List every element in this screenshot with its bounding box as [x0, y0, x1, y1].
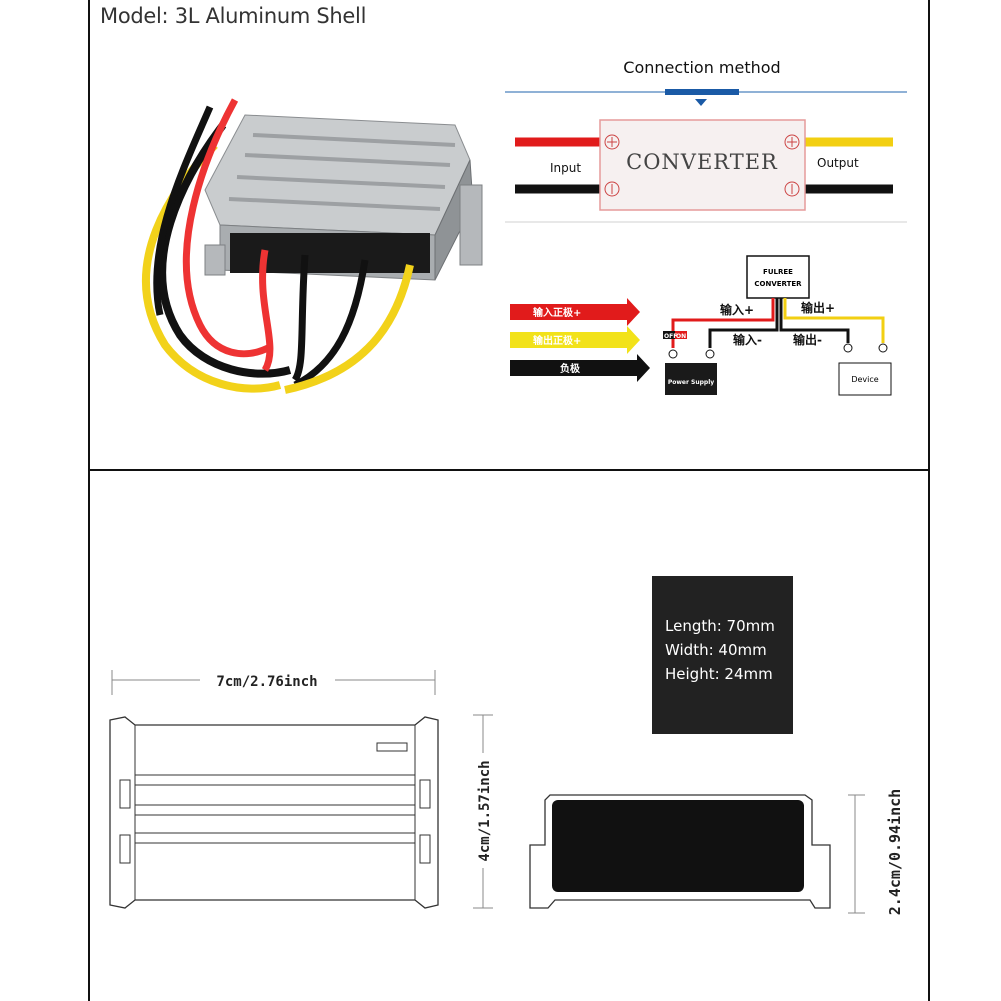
height-text: Height: 24mm: [665, 665, 773, 683]
output-positive-label: 输出+: [801, 300, 835, 315]
input-label: Input: [550, 161, 581, 175]
fulree-label: FULREE: [763, 268, 793, 276]
input-negative-label: 输入-: [733, 332, 762, 347]
output-negative-label: 输出-: [793, 332, 822, 347]
legend-negative: 负极: [560, 362, 581, 375]
top-panel: Model: 3L Aluminum Shell Connection meth…: [88, 0, 930, 471]
output-label: Output: [817, 156, 859, 170]
side-view-drawing: 2.4cm/0.94inch: [529, 789, 904, 915]
connection-method-title: Connection method: [623, 58, 781, 77]
legend-output-positive: 输出正极+: [533, 334, 581, 347]
legend-input-positive: 输入正极+: [533, 306, 581, 319]
switch-off-label: OFF: [664, 333, 677, 340]
wiring-diagram: 输入正极+ 输出正极+ 负极 FULREE CONVERTER 输入+ 输入- …: [510, 255, 892, 396]
top-view-drawing: 7cm/2.76inch 4cm/1.57inch: [109, 670, 493, 909]
device-label: Device: [851, 375, 878, 384]
length-dimension-label: 7cm/2.76inch: [216, 674, 317, 690]
connection-diagram: CONVERTER Input Output: [505, 89, 907, 223]
height-dimension-label: 2.4cm/0.94inch: [886, 789, 904, 915]
converter-label: CONVERTER: [626, 150, 778, 174]
power-supply-label: Power Supply: [668, 379, 714, 386]
converter-box-label: CONVERTER: [754, 280, 802, 288]
converter-product-photo: [142, 98, 483, 394]
width-text: Width: 40mm: [665, 641, 767, 659]
switch-on-label: ON: [676, 333, 686, 340]
length-text: Length: 70mm: [665, 617, 775, 635]
input-positive-label: 输入+: [720, 302, 754, 317]
model-title: Model: 3L Aluminum Shell: [100, 4, 367, 28]
dimensions-box: Length: 70mm Width: 40mm Height: 24mm: [652, 576, 793, 734]
bottom-panel: Length: 70mm Width: 40mm Height: 24mm 7c…: [88, 470, 930, 1001]
width-dimension-label: 4cm/1.57inch: [477, 760, 493, 861]
